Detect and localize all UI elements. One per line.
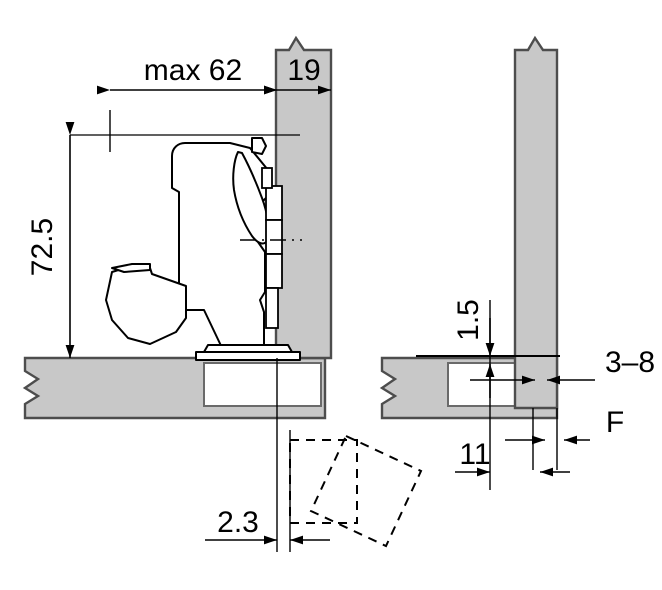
door-panel-detail (513, 35, 559, 410)
left-side-section-view: max 62 19 72.5 2.3 (22, 35, 423, 552)
right-detail-section-view: 1.5 3–8 F 11 (379, 35, 655, 490)
mounting-plate-rails (261, 167, 283, 329)
door-swing-phantom-outline (289, 434, 423, 548)
dimension-label-19: 19 (287, 54, 320, 87)
dimension-f: F (505, 406, 624, 470)
mounting-plate-recess (203, 362, 322, 407)
dimension-19: 19 (264, 54, 331, 95)
dimension-label-72-5: 72.5 (26, 218, 59, 276)
dimension-1-5: 1.5 (452, 299, 495, 400)
hinge-assembly-outline (105, 137, 301, 361)
dimension-label-11: 11 (459, 438, 490, 471)
dimension-label-2-3: 2.3 (217, 506, 259, 539)
dimension-11: 11 (455, 400, 570, 490)
dimension-label-1-5: 1.5 (452, 299, 485, 341)
dimension-3-8: 3–8 (470, 346, 655, 385)
dimension-label-max-62: max 62 (144, 54, 242, 87)
dimension-72-5: 72.5 (26, 122, 300, 358)
dimension-label-f: F (606, 406, 624, 439)
dimension-max-62: max 62 (97, 54, 277, 152)
dimension-label-3-8: 3–8 (605, 346, 655, 379)
